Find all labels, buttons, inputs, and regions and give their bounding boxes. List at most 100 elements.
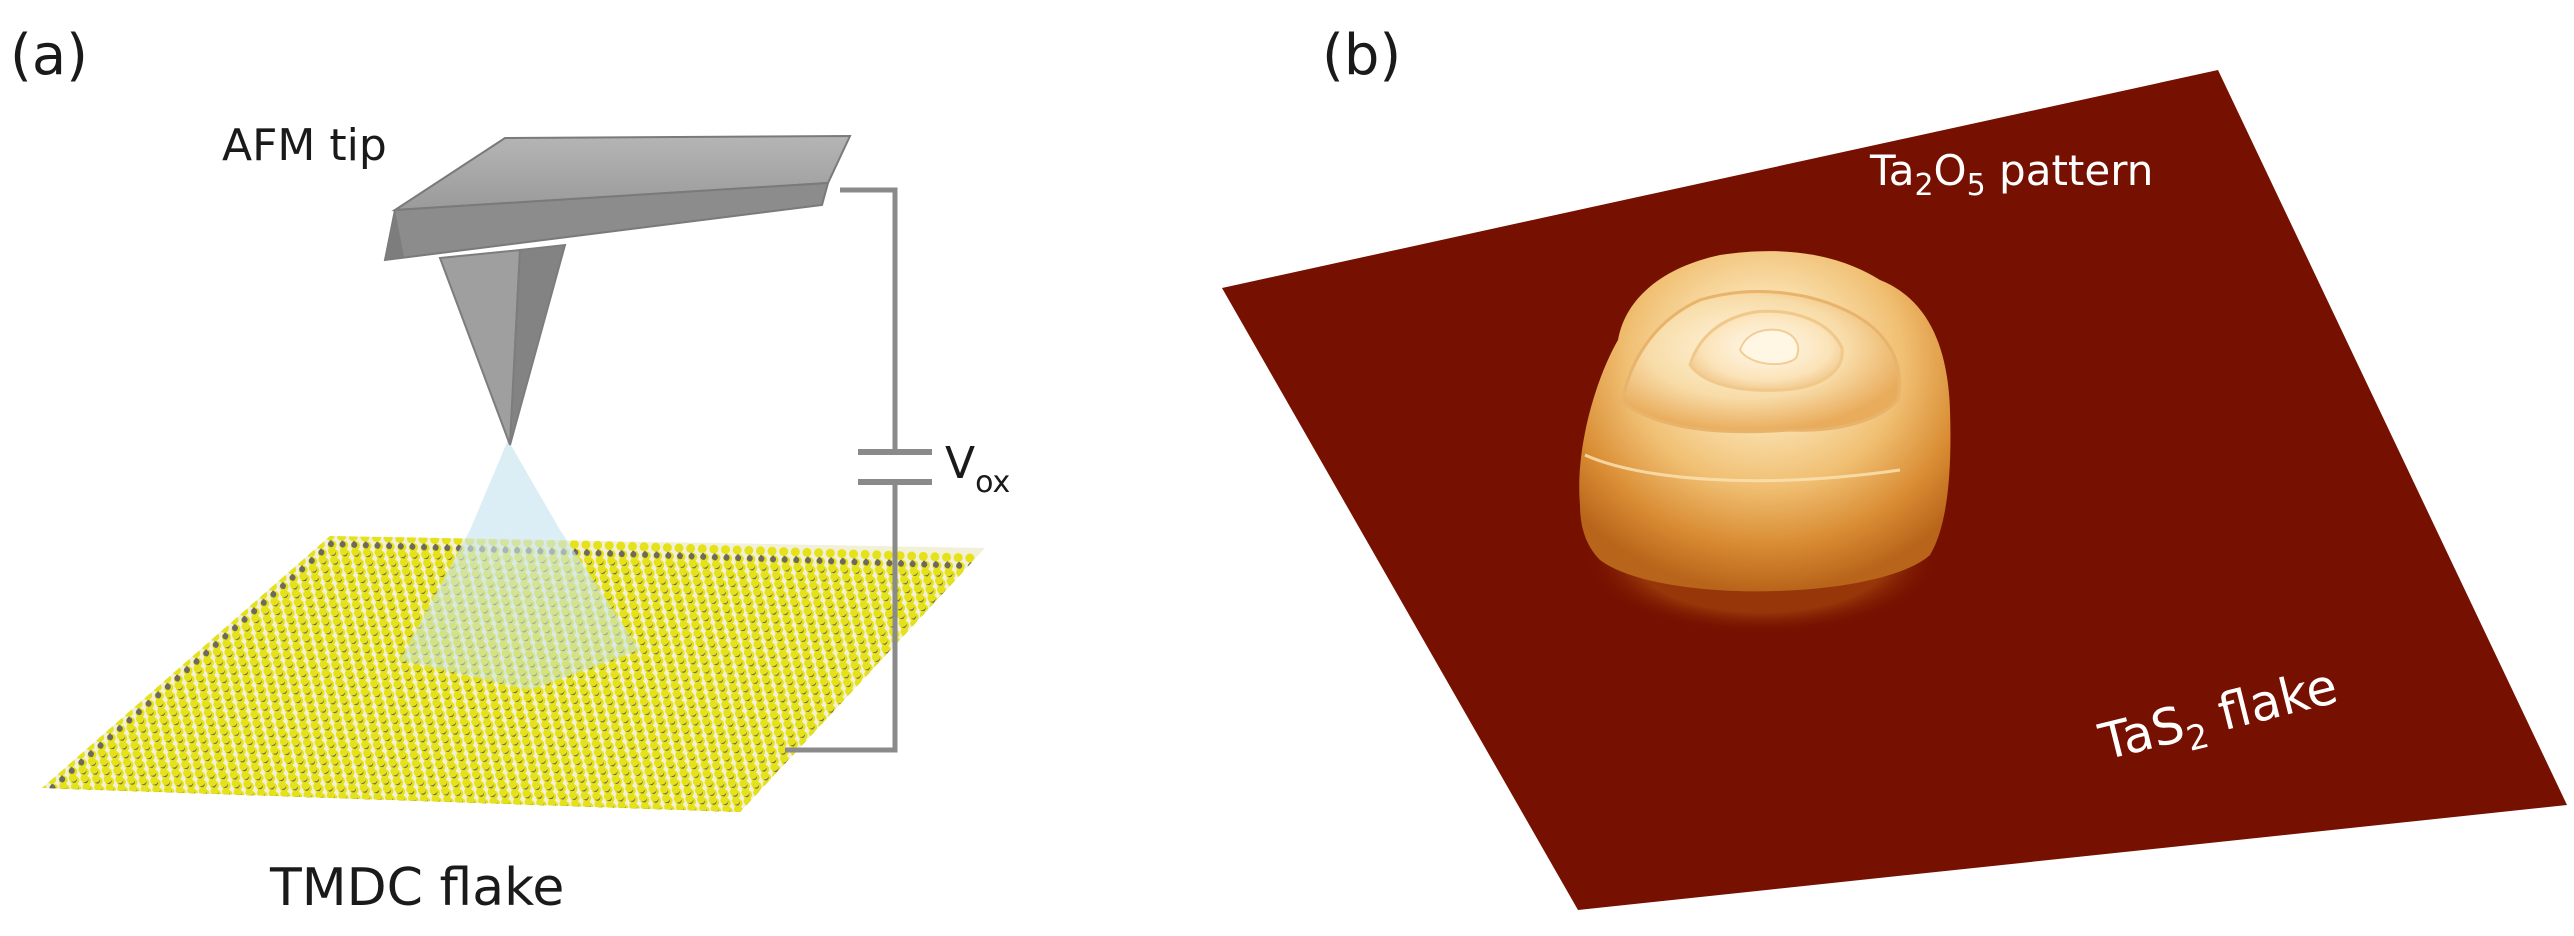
sulfur-atom <box>695 690 704 699</box>
sulfur-atom <box>222 787 231 796</box>
sulfur-atom <box>851 713 860 722</box>
sulfur-atom <box>512 797 521 806</box>
sulfur-atom <box>220 683 229 691</box>
sulfur-atom <box>576 773 585 782</box>
sulfur-atom <box>749 675 758 683</box>
sulfur-atom <box>293 799 302 807</box>
sulfur-atom <box>471 770 480 779</box>
sulfur-atom <box>192 760 201 769</box>
metal-atom <box>812 741 819 747</box>
sulfur-atom <box>244 736 253 745</box>
sulfur-atom <box>736 814 744 822</box>
sulfur-atom <box>204 761 213 769</box>
sulfur-atom <box>623 775 632 784</box>
sulfur-atom <box>779 702 788 711</box>
sulfur-atom <box>647 732 656 741</box>
sulfur-atom <box>297 764 306 773</box>
sulfur-atom <box>477 744 486 753</box>
sulfur-atom <box>796 676 805 685</box>
sulfur-atom <box>676 655 685 663</box>
sulfur-atom <box>820 729 829 738</box>
sulfur-atom <box>687 803 696 812</box>
sulfur-atom <box>711 708 720 717</box>
sulfur-atom <box>371 784 380 793</box>
sulfur-atom <box>698 751 707 760</box>
sulfur-atom <box>273 658 281 667</box>
sulfur-atom <box>604 696 613 705</box>
sulfur-atom <box>635 679 644 688</box>
sulfur-atom <box>613 783 622 792</box>
sulfur-atom <box>436 716 445 725</box>
sulfur-atom <box>622 723 631 731</box>
sulfur-atom <box>680 725 689 733</box>
sulfur-atom <box>793 711 801 720</box>
sulfur-atom <box>575 817 583 825</box>
sulfur-atom <box>389 811 397 812</box>
sulfur-atom <box>593 748 602 757</box>
sulfur-atom <box>314 738 323 747</box>
metal-atom <box>167 797 174 804</box>
sulfur-atom <box>794 667 803 676</box>
sulfur-atom <box>747 666 756 675</box>
sulfur-atom <box>501 797 510 806</box>
lattice-bond <box>611 807 616 812</box>
sulfur-atom <box>715 673 724 682</box>
sulfur-atom <box>485 727 493 735</box>
sulfur-atom <box>341 704 350 713</box>
metal-atom <box>766 791 773 798</box>
sulfur-atom <box>622 819 630 827</box>
metal-atom <box>88 751 94 757</box>
sulfur-atom <box>908 656 918 666</box>
sulfur-atom <box>278 781 287 789</box>
sulfur-atom <box>478 796 486 805</box>
sulfur-atom <box>708 743 717 752</box>
sulfur-atom <box>212 647 221 656</box>
sulfur-atom <box>298 720 307 729</box>
sulfur-atom <box>654 811 663 812</box>
metal-atom <box>870 690 877 697</box>
sulfur-atom <box>700 760 709 769</box>
sulfur-atom <box>530 772 539 781</box>
sulfur-atom <box>699 655 708 664</box>
sulfur-atom <box>478 700 487 709</box>
sulfur-atom <box>209 735 218 743</box>
sulfur-atom <box>249 657 258 666</box>
sulfur-atom <box>487 788 496 797</box>
sulfur-atom <box>294 650 303 659</box>
sulfur-atom <box>593 695 602 704</box>
lattice-bond <box>886 651 891 666</box>
sulfur-atom <box>550 711 559 720</box>
sulfur-atom <box>171 768 180 777</box>
sulfur-atom <box>167 751 176 759</box>
sulfur-atom <box>636 732 645 741</box>
sulfur-atom <box>428 733 437 742</box>
sulfur-atom <box>549 755 558 764</box>
sulfur-atom <box>745 805 754 812</box>
sulfur-atom <box>417 733 426 742</box>
sulfur-atom <box>713 813 721 821</box>
sulfur-atom <box>640 802 649 811</box>
lattice-bond <box>873 694 878 709</box>
sulfur-atom <box>329 704 338 713</box>
sulfur-atom <box>556 685 565 694</box>
sulfur-atom <box>666 811 675 812</box>
sulfur-atom <box>325 686 334 695</box>
sulfur-atom <box>310 721 319 729</box>
sulfur-atom <box>398 802 407 811</box>
panel-a-label: (a) <box>10 23 88 88</box>
metal-atom <box>786 775 792 781</box>
sulfur-atom <box>459 717 468 726</box>
metal-atom <box>116 725 123 732</box>
sulfur-atom <box>336 634 345 643</box>
metal-atom <box>774 774 781 781</box>
sulfur-atom <box>302 738 311 747</box>
sulfur-atom <box>622 670 630 679</box>
sulfur-atom <box>205 665 214 673</box>
sulfur-atom <box>430 690 439 699</box>
sulfur-atom <box>342 661 351 669</box>
sulfur-atom <box>94 783 103 792</box>
sulfur-atom <box>353 757 362 766</box>
sulfur-atom <box>697 795 705 804</box>
sulfur-atom <box>722 656 731 665</box>
sulfur-atom <box>451 682 460 691</box>
